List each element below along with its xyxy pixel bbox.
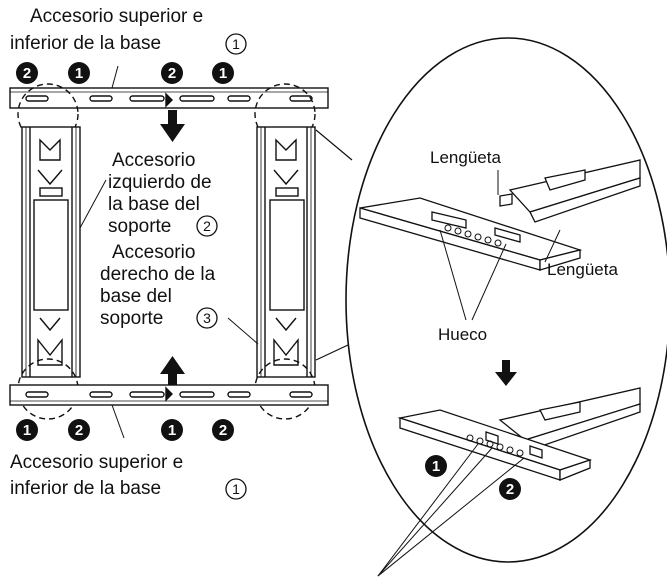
top-base-label-line1: Accesorio superior e [30,6,203,27]
left-bracket [21,126,81,378]
tab-label-upper: Lengüeta [430,148,501,167]
svg-text:1: 1 [75,65,83,82]
bottom-base-bar [9,384,329,439]
rail-detail-lower [397,387,641,481]
svg-text:1: 1 [219,65,227,82]
svg-text:izquierdo de: izquierdo de [108,172,212,193]
svg-text:2: 2 [23,65,31,82]
bottom-bullet-4: 2 [212,419,234,441]
up-arrow-icon [160,356,185,388]
top-base-label-line2: inferior de la base [10,33,161,54]
top-bullet-2: 1 [68,62,90,84]
top-bullet-1: 2 [16,62,38,84]
right-bracket-label: Accesorio derecho de la base del soporte [100,242,259,345]
svg-text:1: 1 [232,36,240,52]
top-bullet-3: 2 [161,62,183,84]
top-base-bar [9,65,329,109]
svg-text:2: 2 [203,218,211,234]
top-bullet-4: 1 [212,62,234,84]
rail-detail-lower-holes [466,434,524,457]
bottom-base-marker-one: 1 [225,478,247,500]
tab-label-lower: Lengüeta [547,260,618,279]
svg-text:soporte: soporte [108,216,171,237]
detail-bullet-one: 1 [425,455,447,477]
bottom-bullet-row: 1 2 1 2 [16,419,234,441]
bottom-bullet-1: 1 [16,419,38,441]
svg-text:la base del: la base del [108,194,200,215]
hole-label: Hueco [438,325,487,344]
svg-text:2: 2 [75,422,83,439]
svg-text:1: 1 [168,422,176,439]
left-bracket-label: Accesorio izquierdo de la base del sopor… [79,150,212,237]
down-arrow-icon [160,110,185,142]
svg-text:Accesorio: Accesorio [112,150,195,171]
svg-text:derecho de la: derecho de la [100,264,216,285]
svg-text:1: 1 [432,458,440,475]
bottom-bullet-3: 1 [161,419,183,441]
detail-bullet-two: 2 [499,478,521,500]
rail-detail-upper [359,159,641,271]
left-bracket-marker-two: 2 [196,215,218,237]
top-right-detail-circle [254,83,316,145]
top-left-detail-circle [17,83,79,145]
svg-text:soporte: soporte [100,308,163,329]
svg-text:1: 1 [232,481,240,497]
bottom-bullet-2: 2 [68,419,90,441]
zoom-connector-lines [315,129,353,361]
right-bracket-marker-three: 3 [196,307,218,329]
right-bracket [256,126,316,378]
svg-text:2: 2 [168,65,176,82]
top-bullet-row: 2 1 2 1 [16,62,234,84]
detail-down-arrow-icon [495,360,517,386]
svg-text:2: 2 [506,481,514,498]
bottom-base-label-line2: inferior de la base [10,478,161,499]
top-base-marker-one: 1 [225,33,247,55]
svg-text:base del: base del [100,286,172,307]
bottom-detail-leaders [377,443,525,577]
svg-text:2: 2 [219,422,227,439]
bottom-base-label-line1: Accesorio superior e [10,452,183,473]
rail-detail-upper-holes [444,224,502,247]
svg-text:Accesorio: Accesorio [112,242,195,263]
svg-text:3: 3 [203,310,211,326]
hole-leaders [439,229,507,321]
svg-text:1: 1 [23,422,31,439]
tab-leader-lower [544,229,561,263]
